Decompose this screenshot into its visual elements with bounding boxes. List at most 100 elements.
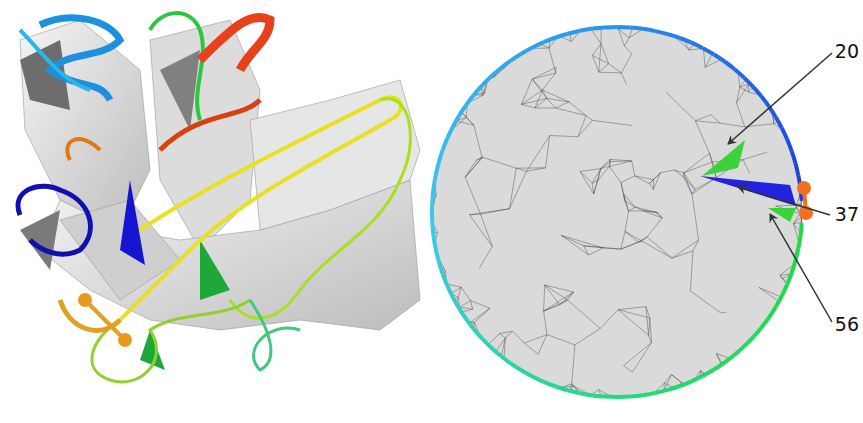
boundary-arc xyxy=(532,377,543,382)
boundary-arc xyxy=(782,285,787,296)
callout-number: 20 xyxy=(834,42,860,61)
boundary-arc xyxy=(443,138,448,150)
boundary-arc xyxy=(556,34,568,38)
boundary-arc xyxy=(466,95,474,105)
boundary-arc xyxy=(430,199,434,212)
boundary-arc xyxy=(432,225,433,238)
triangle-56 xyxy=(768,208,796,222)
boundary-arc xyxy=(618,395,631,400)
boundary-arc xyxy=(556,387,568,391)
boundary-arc xyxy=(753,328,761,338)
boundary-arc xyxy=(466,319,474,329)
boundary-arc xyxy=(501,61,511,69)
boundary-arc xyxy=(798,236,800,249)
boundary-arc xyxy=(714,55,725,62)
boundary-arc xyxy=(568,390,580,393)
boundary-arc xyxy=(459,105,466,116)
boundary-arc xyxy=(521,48,532,54)
boundary-arc xyxy=(796,164,799,176)
boundary-arc xyxy=(439,150,443,162)
boundary-arc xyxy=(544,382,556,387)
boundary-arc xyxy=(725,355,735,363)
boundary-arc xyxy=(436,250,439,262)
callout-number: 37 xyxy=(834,205,860,224)
boundary-arc xyxy=(532,42,543,47)
boundary-arc xyxy=(630,28,643,29)
boundary-arc xyxy=(491,68,501,76)
boundary-arc xyxy=(447,127,453,138)
boundary-arc xyxy=(474,86,482,96)
boundary-arc xyxy=(680,38,692,43)
boundary-arc xyxy=(434,174,436,186)
boundary-arc xyxy=(459,308,466,319)
boundary-arc xyxy=(787,273,792,285)
boundary-arc xyxy=(618,25,631,30)
boundary-arc xyxy=(801,223,802,236)
boundary-arc xyxy=(776,117,782,128)
boundary-arc xyxy=(605,25,618,29)
boundary-arc xyxy=(643,29,656,31)
boundary-arc xyxy=(434,237,436,249)
boundary-arc xyxy=(580,29,593,31)
boundary-arc xyxy=(432,187,433,200)
boundary-arc xyxy=(482,77,491,86)
boundary-arc xyxy=(430,212,434,225)
boundary-arc xyxy=(744,337,753,346)
boundary-arc xyxy=(439,262,443,274)
boundary-arc xyxy=(656,390,668,393)
boundary-arc xyxy=(656,31,668,34)
boundary-arc xyxy=(761,318,769,328)
boundary-arc xyxy=(511,363,522,370)
boundary-arc xyxy=(735,346,745,354)
boundary-arc xyxy=(474,329,482,339)
protein-illustration xyxy=(18,13,420,382)
boundary-arc xyxy=(792,151,796,163)
callout-number: 56 xyxy=(834,315,860,334)
boundary-arc xyxy=(735,69,745,77)
boundary-arc xyxy=(782,128,787,139)
boundary-arc xyxy=(769,307,776,318)
boundary-arc xyxy=(776,296,782,307)
boundary-arc xyxy=(692,376,703,382)
boundary-arc xyxy=(544,38,556,43)
boundary-arc xyxy=(593,395,606,396)
boundary-arc xyxy=(453,297,459,308)
boundary-arc xyxy=(482,339,491,348)
triangle-20 xyxy=(702,140,745,176)
boundary-arc xyxy=(725,62,735,70)
boundary-arc xyxy=(447,286,453,297)
boundary-arc xyxy=(692,43,703,49)
boundary-arc xyxy=(744,78,753,87)
boundary-arc xyxy=(568,31,580,34)
boundary-arc xyxy=(753,87,761,97)
boundary-arc xyxy=(714,363,725,370)
boundary-arc xyxy=(703,370,714,376)
disk-illustration xyxy=(432,27,832,397)
leader-line xyxy=(770,214,832,322)
boundary-arc xyxy=(511,54,522,61)
boundary-arc xyxy=(501,356,511,364)
boundary-arc xyxy=(761,96,769,106)
triangle-37 xyxy=(700,176,796,206)
boundary-arc xyxy=(792,261,796,273)
boundary-arc xyxy=(680,381,692,386)
boundary-arc xyxy=(593,27,606,28)
boundary-arc xyxy=(436,162,439,174)
leader-line xyxy=(728,53,832,144)
boundary-arc xyxy=(580,393,593,395)
leader-line xyxy=(738,187,830,215)
boundary-arc xyxy=(668,386,680,390)
triangulation-mesh xyxy=(432,27,802,397)
boundary-arc xyxy=(453,116,459,127)
boundary-arc xyxy=(787,140,792,152)
boundary-arc xyxy=(443,274,448,286)
boundary-arc xyxy=(630,395,643,396)
boundary-arc xyxy=(521,370,532,376)
boundary-arc xyxy=(605,395,618,399)
boundary-arc xyxy=(668,34,680,38)
boundary-arc xyxy=(643,393,656,395)
boundary-arc xyxy=(703,48,714,54)
boundary-arc xyxy=(491,348,501,356)
